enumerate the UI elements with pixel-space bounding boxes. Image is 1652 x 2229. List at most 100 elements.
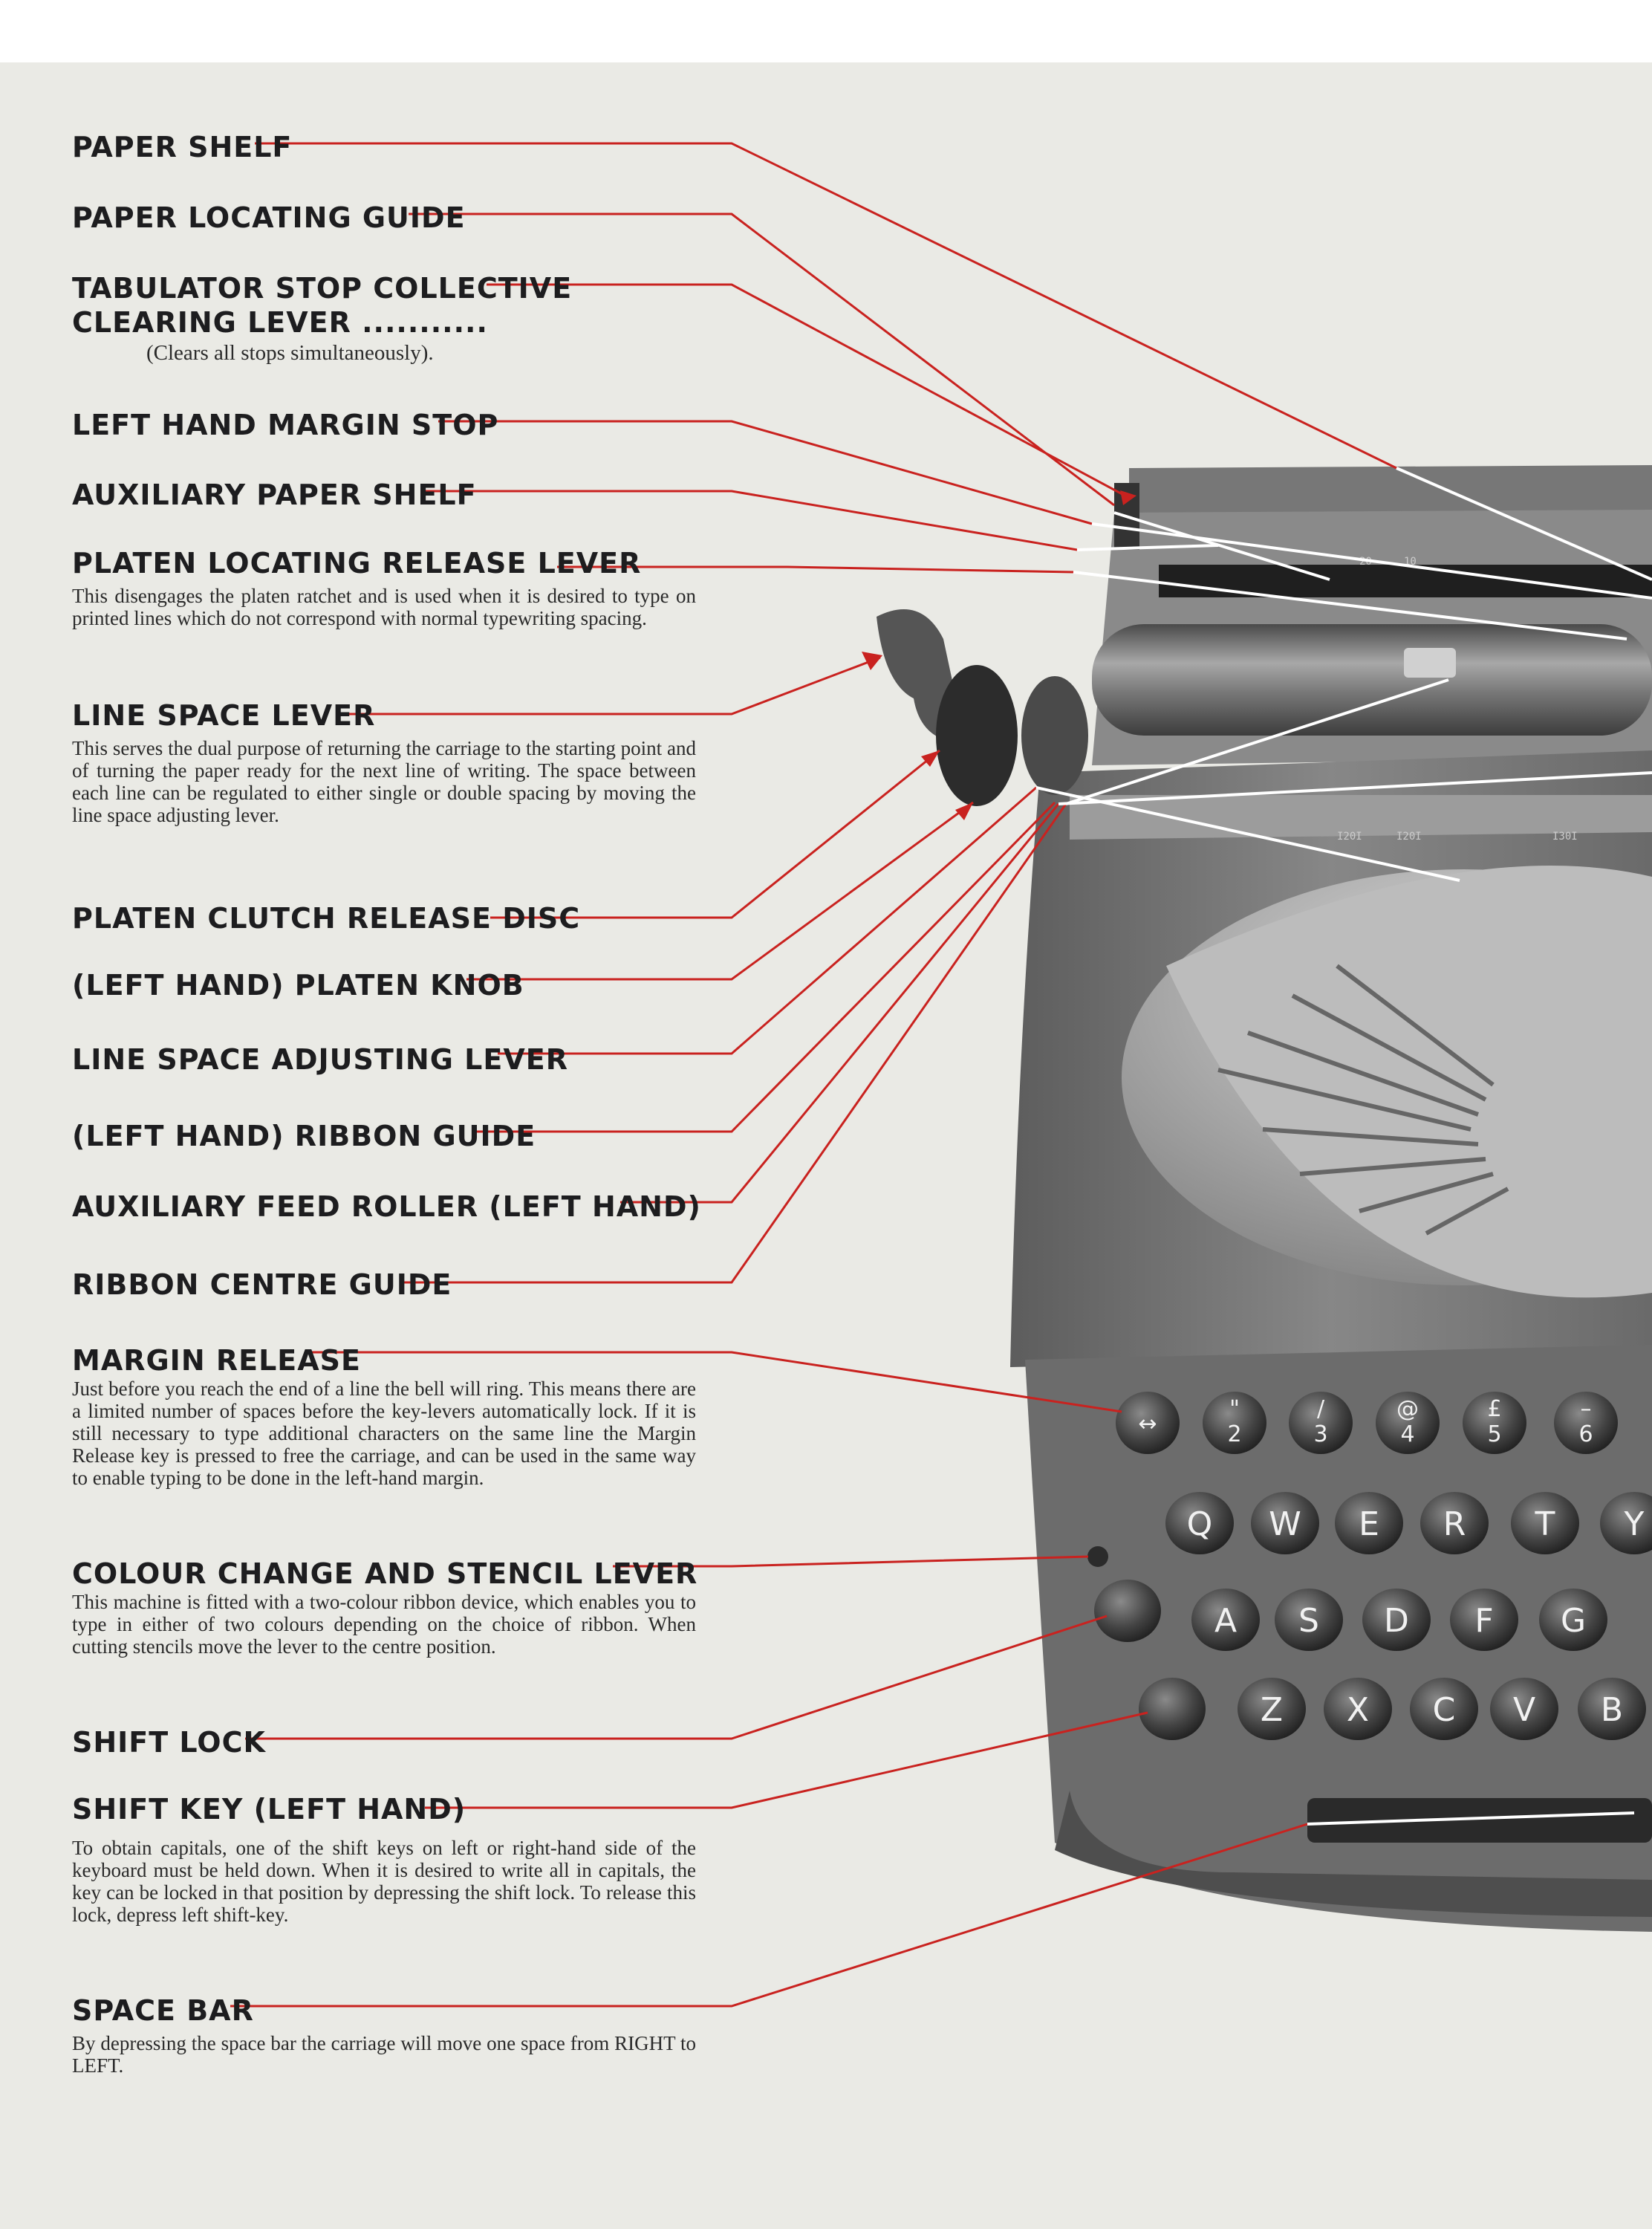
svg-text:V: V [1513, 1691, 1535, 1729]
callout-ribbon-centre-guide: RIBBON CENTRE GUIDE [72, 1268, 696, 1302]
key-x[interactable]: X [1324, 1678, 1392, 1740]
callout-line-space-adjusting: LINE SPACE ADJUSTING LEVER [72, 1042, 696, 1077]
colour-change-lever-knob[interactable] [1087, 1546, 1108, 1567]
svg-text:£: £ [1487, 1396, 1501, 1422]
desc-shift-key: To obtain capitals, one of the shift key… [72, 1837, 696, 1926]
key-shift-left[interactable] [1139, 1678, 1206, 1740]
leader-paper-shelf [255, 142, 1397, 470]
key-v[interactable]: V [1490, 1678, 1558, 1740]
key-q[interactable]: Q [1165, 1492, 1234, 1554]
callout-margin-release: MARGIN RELEASE Just before you reach the… [72, 1343, 696, 1489]
callout-left-margin-stop: LEFT HAND MARGIN STOP [72, 408, 696, 442]
leader-lines [230, 142, 1397, 2008]
leader-paper-locating-guide [409, 212, 1115, 507]
desc-platen-locating: This disengages the platen ratchet and i… [72, 585, 696, 629]
desc-margin-release: Just before you reach the end of a line … [72, 1378, 696, 1489]
svg-text:I20I: I20I [1337, 831, 1362, 843]
leader-platen-knob [466, 801, 974, 981]
label-aux-feed-roller: AUXILIARY FEED ROLLER (LEFT HAND) [72, 1190, 701, 1223]
callout-colour-change: COLOUR CHANGE AND STENCIL LEVER This mac… [72, 1557, 698, 1658]
leader-left-margin-stop [438, 420, 1093, 525]
key-g[interactable]: G [1539, 1589, 1607, 1651]
leader-margin-release [308, 1351, 1122, 1413]
label-left-margin-stop: LEFT HAND MARGIN STOP [72, 409, 499, 441]
key-6[interactable]: – 6 [1554, 1392, 1618, 1454]
label-paper-locating-guide: PAPER LOCATING GUIDE [72, 201, 466, 234]
key-c[interactable]: C [1410, 1678, 1478, 1740]
svg-text:↔: ↔ [1138, 1411, 1157, 1437]
callout-paper-shelf: PAPER SHELF [72, 130, 696, 164]
key-d[interactable]: D [1362, 1589, 1431, 1651]
svg-text:Z: Z [1261, 1691, 1283, 1729]
white-pointers [1035, 467, 1652, 1826]
key-r[interactable]: R [1420, 1492, 1489, 1554]
leader-aux-feed-roller [620, 803, 1060, 1204]
key-z[interactable]: Z [1238, 1678, 1306, 1740]
key-shift-lock[interactable] [1094, 1580, 1161, 1642]
key-t[interactable]: T [1511, 1492, 1579, 1554]
key-a[interactable]: A [1191, 1589, 1260, 1651]
callout-line-space-lever: LINE SPACE LEVER This serves the dual pu… [72, 698, 696, 826]
leader-line-space-lever [342, 656, 881, 716]
label-ribbon-guide: (LEFT HAND) RIBBON GUIDE [72, 1120, 536, 1152]
callout-tabulator: TABULATOR STOP COLLECTIVE CLEARING LEVER… [72, 271, 696, 366]
key-margin-release[interactable]: ↔ [1116, 1392, 1180, 1454]
svg-text:S: S [1298, 1602, 1319, 1640]
svg-text:@: @ [1396, 1396, 1419, 1422]
label-line-space-lever: LINE SPACE LEVER [72, 699, 376, 732]
key-e[interactable]: E [1335, 1492, 1403, 1554]
svg-text:": " [1229, 1396, 1240, 1422]
svg-text:D: D [1384, 1602, 1409, 1640]
label-platen-knob: (LEFT HAND) PLATEN KNOB [72, 969, 524, 1002]
key-4[interactable]: @ 4 [1376, 1392, 1440, 1454]
svg-text:2: 2 [1227, 1421, 1241, 1447]
typewriter-body [877, 465, 1652, 1932]
label-tabulator: TABULATOR STOP COLLECTIVE [72, 272, 573, 305]
key-w[interactable]: W [1251, 1492, 1319, 1554]
leader-aux-paper-shelf [423, 490, 1078, 551]
svg-text:E: E [1359, 1505, 1379, 1543]
label-ribbon-centre-guide: RIBBON CENTRE GUIDE [72, 1268, 452, 1301]
leader-shift-key [425, 1711, 1148, 1809]
key-y[interactable]: Y [1600, 1492, 1652, 1554]
callout-aux-feed-roller: AUXILIARY FEED ROLLER (LEFT HAND) [72, 1190, 701, 1224]
key-3[interactable]: / 3 [1289, 1392, 1353, 1454]
svg-text:I30I: I30I [1552, 831, 1578, 843]
callout-shift-lock: SHIFT LOCK [72, 1725, 696, 1759]
label-space-bar: SPACE BAR [72, 1994, 254, 2027]
label-tabulator-line2: CLEARING LEVER ........... [72, 306, 488, 339]
leader-colour-change [613, 1555, 1089, 1568]
svg-text:Q: Q [1187, 1505, 1213, 1543]
leader-ribbon-guide [472, 801, 1056, 1133]
label-platen-locating: PLATEN LOCATING RELEASE LEVER [72, 547, 642, 580]
label-margin-release: MARGIN RELEASE [72, 1344, 361, 1377]
svg-text:/: / [1317, 1396, 1325, 1422]
label-paper-shelf: PAPER SHELF [72, 131, 293, 163]
callout-aux-paper-shelf: AUXILIARY PAPER SHELF [72, 478, 696, 512]
key-5[interactable]: £ 5 [1463, 1392, 1526, 1454]
callout-platen-clutch: PLATEN CLUTCH RELEASE DISC [72, 901, 696, 935]
key-2[interactable]: " 2 [1203, 1392, 1266, 1454]
callout-ribbon-guide: (LEFT HAND) RIBBON GUIDE [72, 1119, 696, 1153]
svg-text:–: – [1581, 1396, 1592, 1422]
desc-line-space-lever: This serves the dual purpose of returnin… [72, 737, 696, 826]
callout-platen-locating: PLATEN LOCATING RELEASE LEVER This disen… [72, 546, 696, 629]
svg-text:Y: Y [1624, 1505, 1645, 1543]
key-s[interactable]: S [1275, 1589, 1343, 1651]
label-line-space-adjusting: LINE SPACE ADJUSTING LEVER [72, 1043, 568, 1076]
label-colour-change: COLOUR CHANGE AND STENCIL LEVER [72, 1557, 698, 1590]
svg-text:4: 4 [1400, 1421, 1414, 1447]
note-tabulator: (Clears all stops simultaneously). [146, 341, 434, 365]
leader-tabulator [487, 283, 1130, 499]
label-aux-paper-shelf: AUXILIARY PAPER SHELF [72, 478, 477, 511]
key-f[interactable]: F [1450, 1589, 1518, 1651]
svg-text:5: 5 [1487, 1421, 1501, 1447]
svg-text:B: B [1601, 1691, 1623, 1729]
leader-ribbon-centre-guide [403, 803, 1067, 1284]
key-b[interactable]: B [1578, 1678, 1646, 1740]
svg-text:W: W [1269, 1505, 1301, 1543]
leader-space-bar [230, 1823, 1308, 2008]
leader-arrowheads [862, 490, 1136, 820]
svg-text:G: G [1561, 1602, 1586, 1640]
leader-platen-locating [557, 565, 1074, 574]
